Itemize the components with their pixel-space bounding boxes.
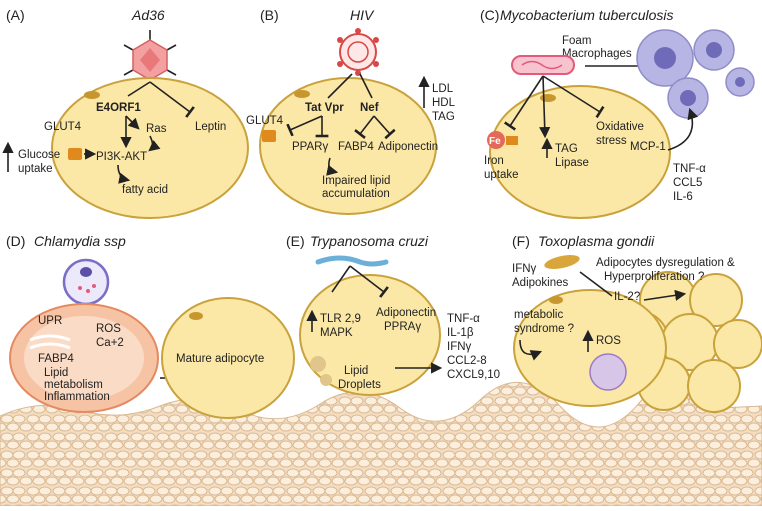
panel-f-letter: (F) <box>512 233 530 249</box>
metabolism-label: metabolism <box>44 379 103 391</box>
toxoplasma-icon <box>544 255 580 269</box>
fabp4-label-d: FABP4 <box>38 353 74 365</box>
lipase-label: Lipase <box>555 157 589 169</box>
tag-label-c: TAG <box>555 143 578 155</box>
nucleus-c <box>540 94 556 102</box>
iron-transporter <box>506 136 518 145</box>
panel-e-title: Trypanosoma cruzi <box>310 233 429 249</box>
parasite-cyst-icon <box>589 353 627 391</box>
tnf-label-e: TNF-α <box>447 313 480 325</box>
impaired-label-2: accumulation <box>322 188 390 200</box>
dysregulation-label-2: Hyperproliferation ? <box>604 271 704 283</box>
glut4-transporter-b <box>262 130 276 142</box>
ifn-label-e: IFNγ <box>447 341 472 353</box>
chlamydia-cell-icon <box>62 258 110 306</box>
pi3k-label: PI3K-AKT <box>96 151 147 163</box>
tnf-label-c: TNF-α <box>673 163 706 175</box>
tag-label-b: TAG <box>432 111 455 123</box>
trypanosoma-icon <box>315 255 389 267</box>
adipocyte-f <box>513 289 667 407</box>
mature-adipocyte-label: Mature adipocyte <box>176 353 264 365</box>
cxcl-label: CXCL9,10 <box>447 369 500 381</box>
adipokines-label: Adipokines <box>512 277 569 289</box>
droplets-label: Droplets <box>338 379 381 391</box>
panel-b: (B) HIV Tat Vpr Nef PPARγ FABP4 Adiponec… <box>246 7 456 215</box>
oxidative-label-2: stress <box>596 135 627 147</box>
mapk-label: MAPK <box>320 327 353 339</box>
fe-label: Fe <box>489 136 501 147</box>
foam-label-2: Macrophages <box>562 48 632 60</box>
e4orf1-label: E4ORF1 <box>96 102 141 114</box>
panel-a-title: Ad36 <box>131 7 165 23</box>
glut4-transporter-a <box>68 148 82 160</box>
ros-label: ROS <box>96 323 121 335</box>
hiv-icon <box>337 28 379 76</box>
glut4-label-a: GLUT4 <box>44 121 82 133</box>
lipid-label-e: Lipid <box>344 365 368 377</box>
adipocyte-c <box>489 85 671 219</box>
uptake-label-a: uptake <box>18 163 53 175</box>
glucose-label: Glucose <box>18 149 60 161</box>
ccl-label: CCL2-8 <box>447 355 487 367</box>
oxidative-label-1: Oxidative <box>596 121 644 133</box>
panel-a: (A) Ad36 E4ORF1 Leptin Ras PI3K-AKT fatt… <box>2 7 249 219</box>
foam-macrophages <box>636 29 755 119</box>
adipocyte-a <box>51 77 249 219</box>
ros-label-f: ROS <box>596 335 621 347</box>
mature-adipocyte <box>161 297 295 419</box>
adiponectin-label-b: Adiponectin <box>378 141 438 153</box>
adipose-tissue <box>0 378 762 507</box>
ras-label: Ras <box>146 123 167 135</box>
ccl5-label: CCL5 <box>673 177 702 189</box>
ldl-label: LDL <box>432 83 454 95</box>
pparg-label-b: PPARγ <box>292 141 328 153</box>
lipid-label-d: Lipid <box>44 367 68 379</box>
iron-icon <box>487 131 505 149</box>
adenovirus-icon <box>123 30 177 90</box>
glut4-label-b: GLUT4 <box>246 115 284 127</box>
metabolic-label-2: syndrome ? <box>514 323 574 335</box>
fabp4-label-b: FABP4 <box>338 141 374 153</box>
tlr-label: TLR 2,9 <box>320 313 361 325</box>
impaired-label-1: Impaired lipid <box>322 175 390 187</box>
il2-label: IL-2? <box>614 291 640 303</box>
panel-d: (D) Chlamydia ssp UPR ROS Ca+2 FABP4 Lip… <box>6 233 295 419</box>
panel-c-title: Mycobacterium tuberculosis <box>500 7 674 23</box>
tatvpr-label: Tat Vpr <box>305 102 344 114</box>
panel-b-title: HIV <box>350 7 375 23</box>
foam-label-1: Foam <box>562 35 591 47</box>
mcp1-label: MCP-1 <box>630 141 666 153</box>
panel-e: (E) Trypanosoma cruzi TLR 2,9 MAPK Adipo… <box>286 233 500 396</box>
panel-d-letter: (D) <box>6 233 25 249</box>
panel-e-letter: (E) <box>286 233 305 249</box>
fatty-acid-label: fatty acid <box>122 184 168 196</box>
panel-c: (C) Mycobacterium tuberculosis Foam Macr… <box>480 7 755 219</box>
ppra-label: PPRAγ <box>384 321 421 333</box>
metabolic-label-1: metabolic <box>514 309 563 321</box>
nucleus-b <box>294 90 310 98</box>
panel-f-title: Toxoplasma gondii <box>538 233 655 249</box>
panel-d-title: Chlamydia ssp <box>34 233 126 249</box>
il6-label: IL-6 <box>673 191 693 203</box>
panel-f: (F) Toxoplasma gondii IFNγ Adipokines Ad… <box>512 233 762 413</box>
iron-label: Iron <box>484 155 504 167</box>
il1-label: IL-1β <box>447 327 474 339</box>
panel-a-letter: (A) <box>6 7 25 23</box>
adiponectin-label-e: Adiponectin <box>376 307 436 319</box>
upr-label: UPR <box>38 315 62 327</box>
leptin-label: Leptin <box>195 121 226 133</box>
dysregulation-label-1: Adipocytes dysregulation & <box>596 257 735 269</box>
panel-c-letter: (C) <box>480 7 499 23</box>
inflammation-label: Inflammation <box>44 391 110 403</box>
adipocyte-e <box>299 274 441 396</box>
nef-label: Nef <box>360 102 379 114</box>
ca-label: Ca+2 <box>96 337 124 349</box>
ifn-label-f: IFNγ <box>512 263 537 275</box>
panel-b-letter: (B) <box>260 7 279 23</box>
uptake-label-c: uptake <box>484 169 519 181</box>
nucleus-a <box>84 91 100 99</box>
hdl-label: HDL <box>432 97 456 109</box>
